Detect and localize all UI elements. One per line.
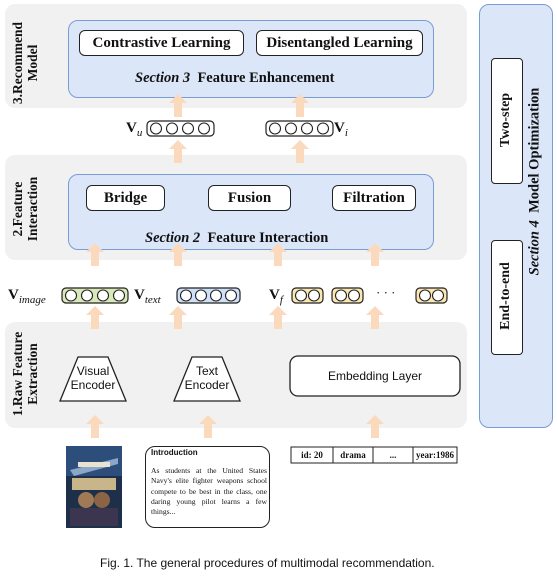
vector-text-label: Vtext bbox=[134, 287, 161, 306]
figure-caption: Fig. 1. The general procedures of multim… bbox=[100, 556, 435, 570]
vector-u-label: Vu bbox=[126, 120, 142, 139]
text-encoder-shape bbox=[173, 356, 241, 402]
id-cell-ellipsis: ... bbox=[389, 450, 397, 460]
section2-number: Section 2 bbox=[145, 230, 201, 246]
end-to-end-label: End-to-end bbox=[498, 262, 513, 330]
vector-i-letter: V bbox=[334, 120, 345, 136]
bridge-module: Bridge bbox=[86, 185, 165, 211]
section4-name: Model Optimization bbox=[526, 87, 543, 213]
disentangled-learning-module: Disentangled Learning bbox=[256, 30, 423, 56]
section3-title: Section 3 Feature Enhancement bbox=[135, 70, 335, 87]
filtration-module: Filtration bbox=[332, 185, 416, 211]
embedding-layer-shape bbox=[289, 355, 461, 397]
contrastive-learning-module: Contrastive Learning bbox=[79, 30, 244, 56]
fusion-module: Fusion bbox=[208, 185, 291, 211]
vector-image-circles bbox=[61, 287, 129, 304]
vector-i-label: Vi bbox=[334, 120, 348, 139]
text-encoder-label: Text Encoder bbox=[184, 364, 230, 392]
section2-name: Feature Interaction bbox=[207, 230, 329, 246]
vector-image-sub: image bbox=[18, 294, 46, 306]
vector-f-label: Vf bbox=[269, 287, 283, 306]
embedding-layer-label: Embedding Layer bbox=[327, 369, 423, 383]
vector-u-sub: u bbox=[136, 127, 143, 139]
end-to-end-box bbox=[491, 240, 523, 355]
id-cell-id: id: 20 bbox=[301, 450, 323, 460]
vector-image-label: Vimage bbox=[8, 287, 46, 306]
movie-poster-image bbox=[66, 446, 122, 528]
vector-i-sub: i bbox=[344, 127, 348, 139]
vector-text-sub: text bbox=[144, 294, 161, 306]
visual-encoder-label: Visual Encoder bbox=[70, 364, 116, 392]
section3-number: Section 3 bbox=[135, 70, 191, 86]
introduction-card bbox=[145, 446, 270, 528]
id-cell-genre: drama bbox=[340, 450, 366, 460]
section4-number: Section 4 bbox=[526, 220, 543, 276]
vector-text-letter: V bbox=[134, 287, 145, 303]
vector-f-ellipsis: · · · bbox=[376, 285, 396, 300]
two-step-label: Two-step bbox=[498, 92, 513, 148]
vector-f-sub: f bbox=[279, 294, 283, 306]
section3-name: Feature Enhancement bbox=[197, 70, 335, 86]
vector-u-letter: V bbox=[126, 120, 137, 136]
vector-u-circles bbox=[146, 120, 215, 137]
vector-f-circles bbox=[291, 287, 448, 304]
vector-f-letter: V bbox=[269, 287, 280, 303]
id-cell-year: year:1986 bbox=[416, 450, 454, 460]
section4-title: Section 4 Model Optimization bbox=[527, 32, 544, 332]
introduction-title: Introduction bbox=[151, 448, 198, 457]
vector-text-circles bbox=[176, 287, 241, 304]
id-table bbox=[290, 446, 458, 464]
vector-i-circles bbox=[265, 120, 334, 137]
two-step-box bbox=[491, 58, 523, 184]
vector-image-letter: V bbox=[8, 287, 19, 303]
introduction-body: As students at the United States Navy's … bbox=[151, 466, 267, 517]
section2-title: Section 2 Feature Interaction bbox=[145, 230, 328, 247]
visual-encoder-shape bbox=[59, 356, 127, 402]
